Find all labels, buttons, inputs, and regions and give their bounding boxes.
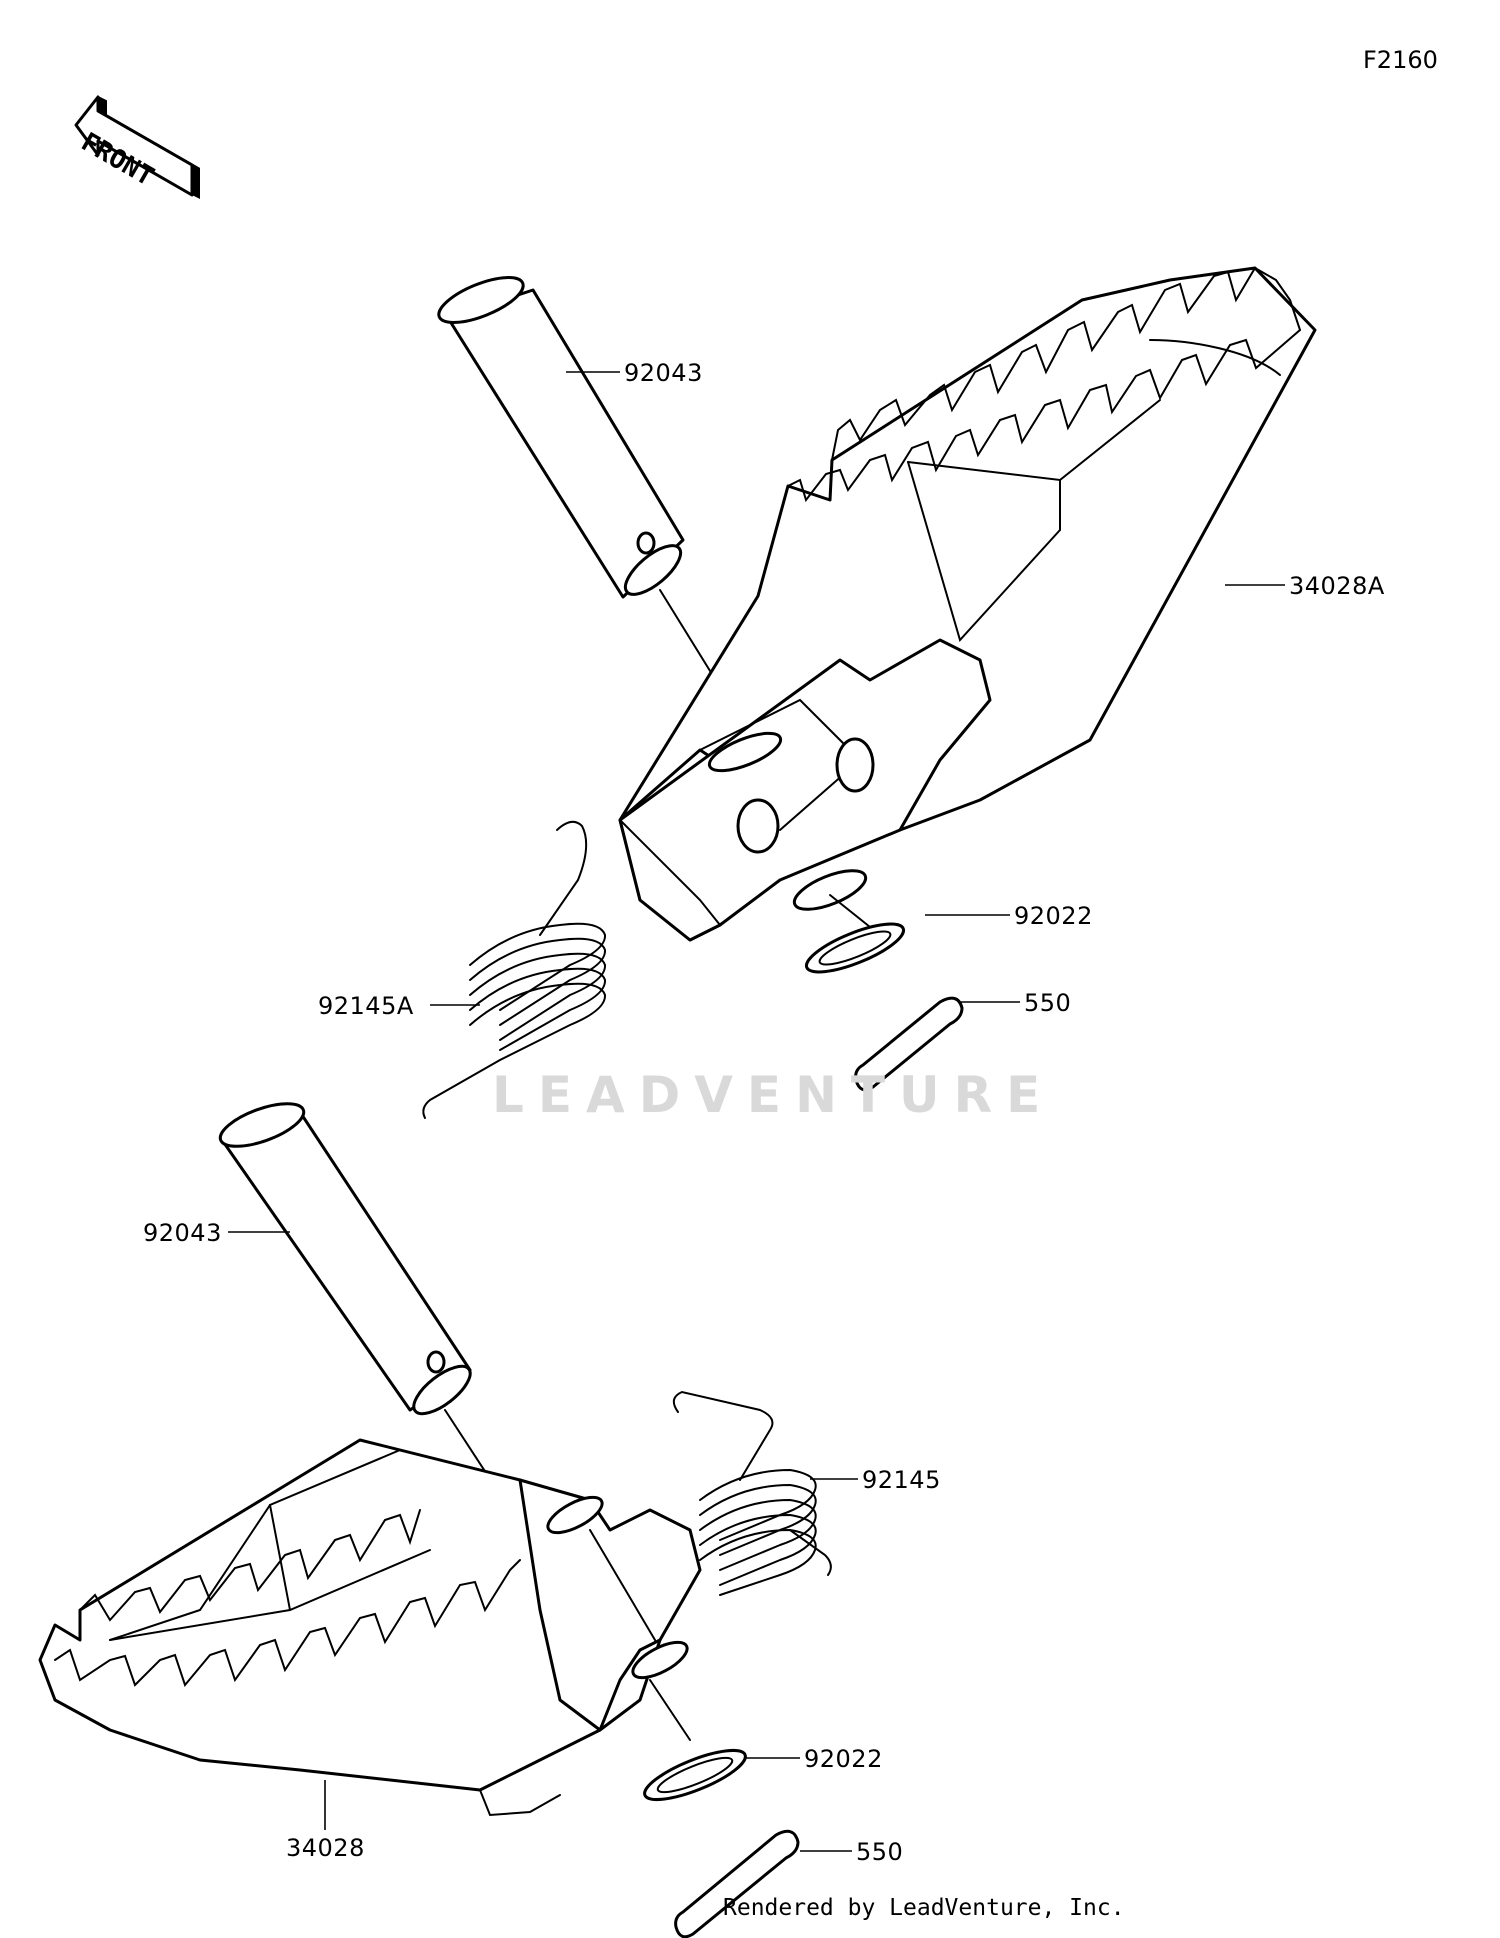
callout-footpeg-lower: 34028 [286,1834,365,1862]
cotter-upper-part [854,996,964,1092]
leader-lines [228,371,1285,1852]
callout-footpeg-upper: 34028A [1289,572,1385,600]
washer-lower-part [643,1748,747,1802]
pin-upper-part [437,276,729,701]
cotter-lower-part [674,1829,800,1938]
callout-cotter-lower: 550 [856,1838,904,1866]
callout-cotter-upper: 550 [1024,989,1072,1017]
spring-upper-part [422,820,606,1119]
spring-lower-part [672,1390,832,1596]
washer-upper-part [804,922,906,974]
render-credit: Rendered by LeadVenture, Inc. [723,1895,1125,1921]
callout-spring-upper: 92145A [318,992,414,1020]
callout-washer-lower: 92022 [804,1745,883,1773]
pin-lower-part [218,1102,521,1526]
callout-pin-upper: 92043 [624,359,703,387]
figure-code: F2160 [1363,46,1438,74]
watermark: LEADVENTURE [492,1066,1055,1124]
callout-pin-lower: 92043 [143,1219,222,1247]
footpeg-lower-part [38,1438,702,1817]
footpeg-upper-part [618,266,1317,942]
callout-washer-upper: 92022 [1014,902,1093,930]
callout-spring-lower: 92145 [862,1466,941,1494]
